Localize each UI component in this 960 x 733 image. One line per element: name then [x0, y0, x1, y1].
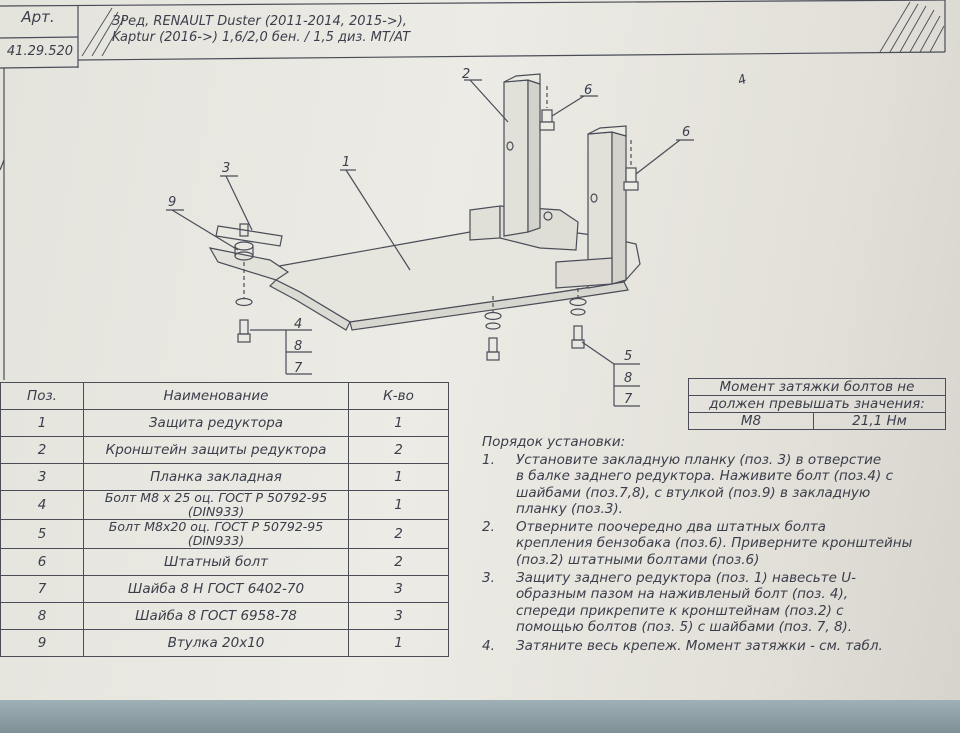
row-name: Втулка 20х10	[83, 629, 349, 657]
row-name: Шайба 8 ГОСТ 6958-78	[83, 602, 349, 630]
torque-header-2: должен превышать значения:	[688, 395, 946, 413]
callout-3: 3	[222, 161, 230, 176]
table-header-row: Поз. Наименование К-во	[0, 382, 449, 410]
title-line-2: Kaptur (2016->) 1,6/2,0 бен. / 1,5 диз. …	[112, 30, 411, 45]
instructions-title: Порядок установки:	[482, 434, 626, 450]
row-pos: 9	[0, 629, 84, 657]
row-qty: 3	[348, 602, 449, 630]
torque-bolt: М8	[688, 412, 814, 430]
article-label: Арт.	[21, 8, 55, 26]
row-qty: 2	[348, 548, 449, 576]
row-name: Штатный болт	[83, 548, 349, 576]
instruction-sheet: 2 6 6 1 3 9 4 8 7 5 8 7 4 Арт. 41.29.520…	[0, 0, 960, 700]
header-qty: К-во	[348, 382, 449, 410]
pen-mark: 4	[736, 72, 749, 89]
row-qty: 2	[348, 519, 449, 549]
callout-6b: 6	[682, 125, 690, 140]
torque-table: Момент затяжки болтов не должен превышат…	[688, 378, 946, 430]
row-pos: 4	[0, 490, 84, 520]
callout-right-7: 7	[624, 392, 633, 407]
callout-2: 2	[462, 67, 470, 82]
row-pos: 8	[0, 602, 84, 630]
callout-left-4: 4	[294, 317, 302, 332]
callout-left-8: 8	[294, 339, 302, 354]
header-pos: Поз.	[0, 382, 84, 410]
row-qty: 2	[348, 436, 449, 464]
callout-left-7: 7	[294, 361, 303, 376]
row-name: Шайба 8 Н ГОСТ 6402-70	[83, 575, 349, 603]
row-pos: 7	[0, 575, 84, 603]
row-name: Болт М8х20 оц. ГОСТ Р 50792-95 (DIN933)	[83, 519, 349, 549]
row-qty: 3	[348, 575, 449, 603]
torque-value: 21,1 Нм	[813, 412, 946, 430]
assembly-drawing: 2 6 6 1 3 9 4 8 7 5 8 7 4	[0, 0, 946, 407]
callout-right-5: 5	[624, 349, 632, 364]
callout-6a: 6	[584, 83, 592, 98]
row-qty: 1	[348, 463, 449, 491]
row-name: Болт М8 х 25 оц. ГОСТ Р 50792-95 (DIN933…	[83, 490, 349, 520]
callout-1: 1	[342, 155, 350, 170]
row-pos: 5	[0, 519, 84, 549]
row-name: Планка закладная	[83, 463, 349, 491]
header-name: Наименование	[83, 382, 349, 410]
row-name: Защита редуктора	[83, 409, 349, 437]
row-qty: 1	[348, 490, 449, 520]
row-pos: 2	[0, 436, 84, 464]
table-surface	[0, 700, 960, 733]
row-pos: 1	[0, 409, 84, 437]
callout-9: 9	[168, 195, 176, 210]
article-number: 41.29.520	[6, 44, 74, 59]
row-qty: 1	[348, 409, 449, 437]
row-pos: 6	[0, 548, 84, 576]
row-qty: 1	[348, 629, 449, 657]
callout-right-8: 8	[624, 371, 632, 386]
torque-header-1: Момент затяжки болтов не	[688, 378, 946, 396]
row-name: Кронштейн защиты редуктора	[83, 436, 349, 464]
row-pos: 3	[0, 463, 84, 491]
title-line-1: ЗРед, RENAULT Duster (2011-2014, 2015->)…	[112, 14, 407, 29]
